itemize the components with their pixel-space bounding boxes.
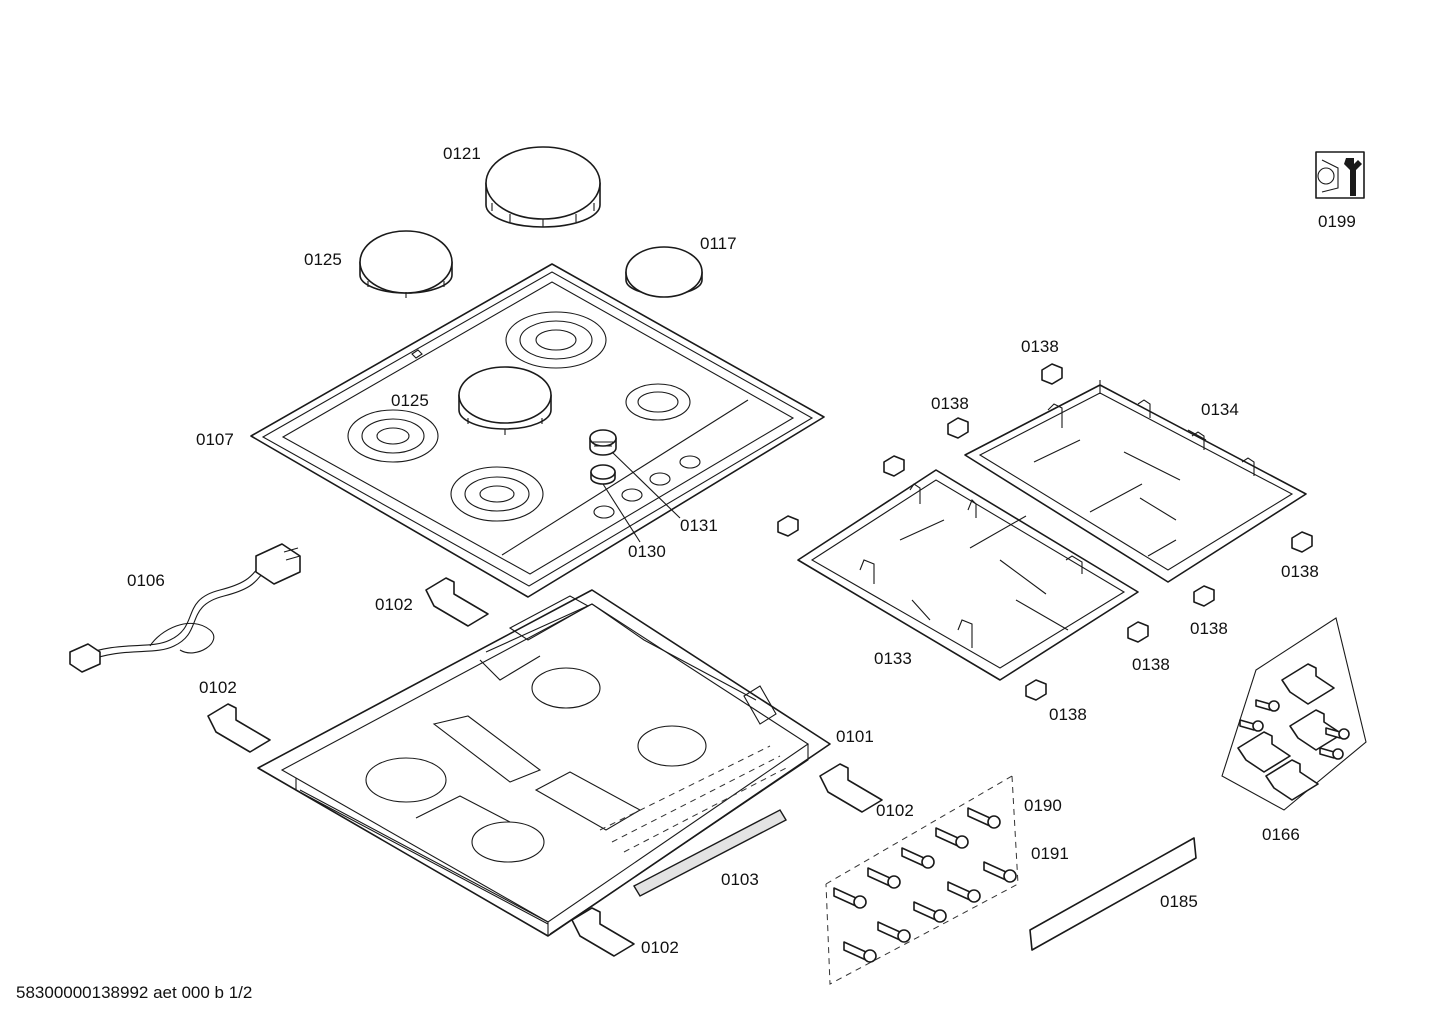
burner-cap-large-0121 <box>485 146 601 228</box>
callout-0106: 0106 <box>127 571 165 590</box>
burner-cap-medium-0125-top <box>359 230 453 298</box>
callout-0185: 0185 <box>1160 892 1198 911</box>
burner-cap-medium-0125-plate <box>458 366 552 435</box>
bottom-tray-0101 <box>257 589 831 937</box>
callout-0102-c: 0102 <box>876 801 914 820</box>
pan-support-0134 <box>964 380 1307 583</box>
callout-0166: 0166 <box>1262 825 1300 844</box>
callout-0102-d: 0102 <box>641 938 679 957</box>
callout-0130: 0130 <box>628 542 666 561</box>
callout-0138-e: 0138 <box>1132 655 1170 674</box>
callout-0199: 0199 <box>1318 212 1356 231</box>
screw-set-0190-0191 <box>825 775 1019 985</box>
grate-foot-0138-set <box>777 363 1313 701</box>
callout-0191: 0191 <box>1031 844 1069 863</box>
callout-0103: 0103 <box>721 870 759 889</box>
callout-0125-plate: 0125 <box>391 391 429 410</box>
callout-0133: 0133 <box>874 649 912 668</box>
sealing-strip-0103 <box>633 809 787 897</box>
burner-cap-small-0117 <box>625 246 703 298</box>
service-manual-icon-0199 <box>1315 151 1365 199</box>
control-knob-0131 <box>589 429 681 543</box>
callout-0121: 0121 <box>443 144 481 163</box>
bracket-set-0166 <box>1221 617 1367 811</box>
callout-0102-b: 0102 <box>199 678 237 697</box>
pan-support-0133 <box>797 469 1139 681</box>
callout-0107: 0107 <box>196 430 234 449</box>
document-code: 58300000138992 aet 000 b 1/2 <box>16 983 253 1002</box>
callout-0117: 0117 <box>700 234 737 253</box>
rating-label-0185 <box>1029 837 1197 951</box>
callout-0138-a: 0138 <box>1021 337 1059 356</box>
fixing-clamp-0102-set <box>207 577 883 957</box>
hob-top-plate-0107 <box>250 263 825 598</box>
callout-0138-b: 0138 <box>931 394 969 413</box>
callout-0131: 0131 <box>680 516 718 535</box>
callout-0190: 0190 <box>1024 796 1062 815</box>
callout-0138-d: 0138 <box>1190 619 1228 638</box>
callout-0138-c: 0138 <box>1281 562 1319 581</box>
callout-0134: 0134 <box>1201 400 1239 419</box>
callout-0125-top: 0125 <box>304 250 342 269</box>
power-cable-0106 <box>69 543 301 673</box>
callout-0138-f: 0138 <box>1049 705 1087 724</box>
callout-0101: 0101 <box>836 727 874 746</box>
callout-0102-a: 0102 <box>375 595 413 614</box>
